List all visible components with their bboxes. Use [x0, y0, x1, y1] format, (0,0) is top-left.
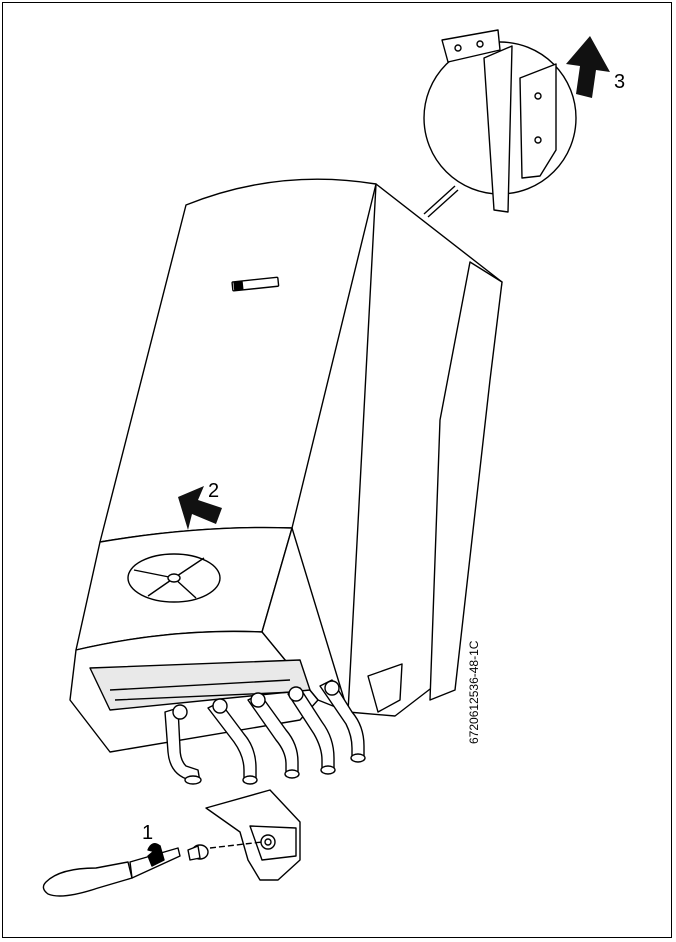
arrow-icon-step-3 [566, 36, 610, 98]
detail-inset [423, 29, 577, 218]
arrow-icon-step-2 [178, 486, 222, 530]
connection-pipes [164, 679, 366, 785]
front-casing-upper [99, 178, 377, 543]
step-label-3: 3 [614, 71, 625, 93]
screwdriver-icon [42, 843, 181, 897]
back-plate [429, 261, 503, 701]
step-label-1: 1 [142, 822, 153, 844]
figure-code: 6720612536-48-1C [467, 640, 481, 744]
step-label-2: 2 [208, 480, 219, 502]
brand-logo [231, 276, 280, 292]
mounting-bracket [367, 663, 403, 713]
screw [187, 844, 209, 861]
